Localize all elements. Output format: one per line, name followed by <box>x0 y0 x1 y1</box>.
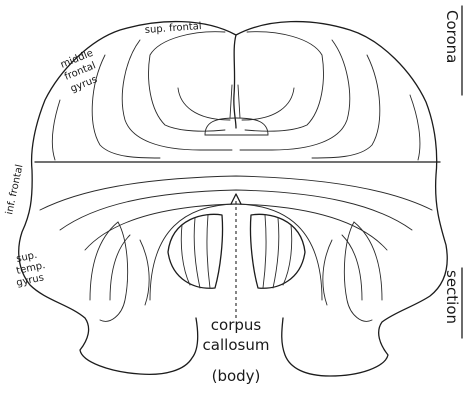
temporal-contour <box>344 222 382 321</box>
side-label-section: section <box>443 270 461 324</box>
gyrus-contour <box>245 32 323 131</box>
temporal-contour <box>140 240 149 305</box>
temporal-contour <box>90 222 128 321</box>
gyrus-contour <box>410 95 420 160</box>
striation <box>273 218 279 288</box>
striation <box>263 215 266 288</box>
side-label-corona: Corona <box>443 10 461 63</box>
temporal-contour <box>323 240 332 305</box>
label-body: (body) <box>212 367 261 385</box>
left-basal-ganglia <box>168 214 223 288</box>
lower-contour <box>40 176 432 210</box>
label-callosum: callosum <box>203 336 270 354</box>
gyrus-contour <box>178 88 230 120</box>
gyrus-contour <box>240 40 350 150</box>
striation <box>181 225 190 285</box>
gyrus-contour <box>242 88 294 120</box>
gyrus-contour <box>122 40 232 150</box>
gyrus-contour <box>149 32 225 131</box>
longitudinal-fissure <box>234 35 236 128</box>
gyrus-contour <box>52 100 60 160</box>
label-corpus: corpus <box>211 316 262 334</box>
striation <box>194 218 200 288</box>
striation <box>283 225 292 285</box>
label-inf-frontal: inf. frontal <box>4 163 25 215</box>
striation <box>207 215 210 288</box>
